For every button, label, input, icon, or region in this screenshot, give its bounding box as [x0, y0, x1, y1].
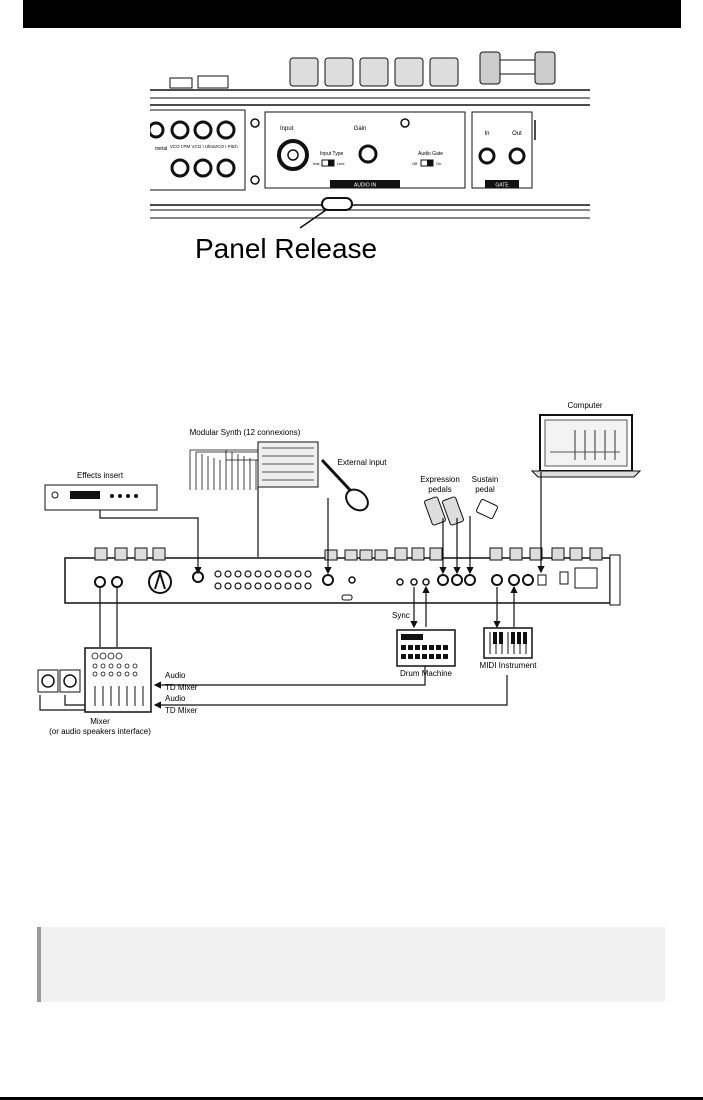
midi-keyboard-icon: MIDI Instrument	[480, 627, 538, 670]
input-type-label: Input Type	[320, 151, 343, 157]
input-label: Input	[280, 126, 294, 132]
vco-ultra-label: VCO I Ultra	[191, 144, 215, 149]
vco-jack-panel: metal VCO I PM VCO I Ultra VCO I Pitch	[150, 109, 246, 191]
mixer-sub-label: (or audio speakers interface)	[49, 727, 151, 736]
page-header-bar	[23, 0, 681, 28]
audio-label-1: Audio	[165, 671, 186, 680]
top-knobs	[289, 51, 556, 87]
guitar-icon: External input	[320, 458, 388, 512]
panel-release-figure: metal VCO I PM VCO I Ultra VCO I Pitch I…	[150, 51, 590, 264]
panel-release-label: Panel Release	[195, 233, 377, 264]
effects-insert-icon: Effects insert	[44, 471, 158, 511]
gate-out-label: Out	[512, 131, 522, 137]
footer-rule	[0, 1097, 703, 1100]
computer-icon: Computer	[530, 401, 642, 478]
modular-synth-label: Modular Synth (12 connexions)	[190, 428, 301, 437]
audio-in-section: AUDIO IN	[354, 183, 377, 189]
external-input-label: External input	[338, 458, 388, 467]
audio-gate-off: Off	[412, 161, 418, 166]
vco-pm-label: VCO I PM	[170, 144, 191, 149]
audio-in-panel: Input Gain Input Type Inst. Line Audio G…	[264, 111, 466, 189]
note-box	[37, 927, 665, 1002]
modular-synth-icon: Modular Synth (12 connexions)	[189, 428, 319, 490]
audio-gate-on: On	[436, 161, 441, 166]
panel-release-slot	[321, 197, 353, 211]
input-type-line: Line	[337, 161, 345, 166]
input-type-inst: Inst.	[313, 161, 321, 166]
drum-machine-icon: Drum Machine	[396, 629, 456, 678]
td-mixer-label-2: TD Mixer	[165, 706, 198, 715]
mixer-icon: Mixer (or audio speakers interface)	[37, 647, 152, 736]
audio-gate-label: Audio Gate	[418, 151, 443, 157]
computer-label: Computer	[567, 401, 602, 410]
mixer-label: Mixer	[90, 717, 110, 726]
effects-insert-label: Effects insert	[77, 471, 124, 480]
vco-pitch-label: VCO I Pitch	[214, 144, 238, 149]
gate-section: GATE	[495, 183, 509, 189]
sync-label: Sync	[392, 611, 410, 620]
instrument-rear-panel	[64, 547, 621, 606]
partial-label: metal	[155, 146, 167, 152]
gate-in-label: In	[484, 131, 489, 137]
gate-panel: In Out GATE	[471, 111, 533, 189]
midi-instrument-label: MIDI Instrument	[480, 661, 538, 670]
audio-label-2: Audio	[165, 694, 186, 703]
connection-diagram: Computer Modular Synth (12 connexions) E…	[37, 401, 642, 736]
drum-machine-label: Drum Machine	[400, 669, 453, 678]
td-mixer-label-1: TD Mixer	[165, 683, 198, 692]
gain-label: Gain	[354, 126, 367, 132]
